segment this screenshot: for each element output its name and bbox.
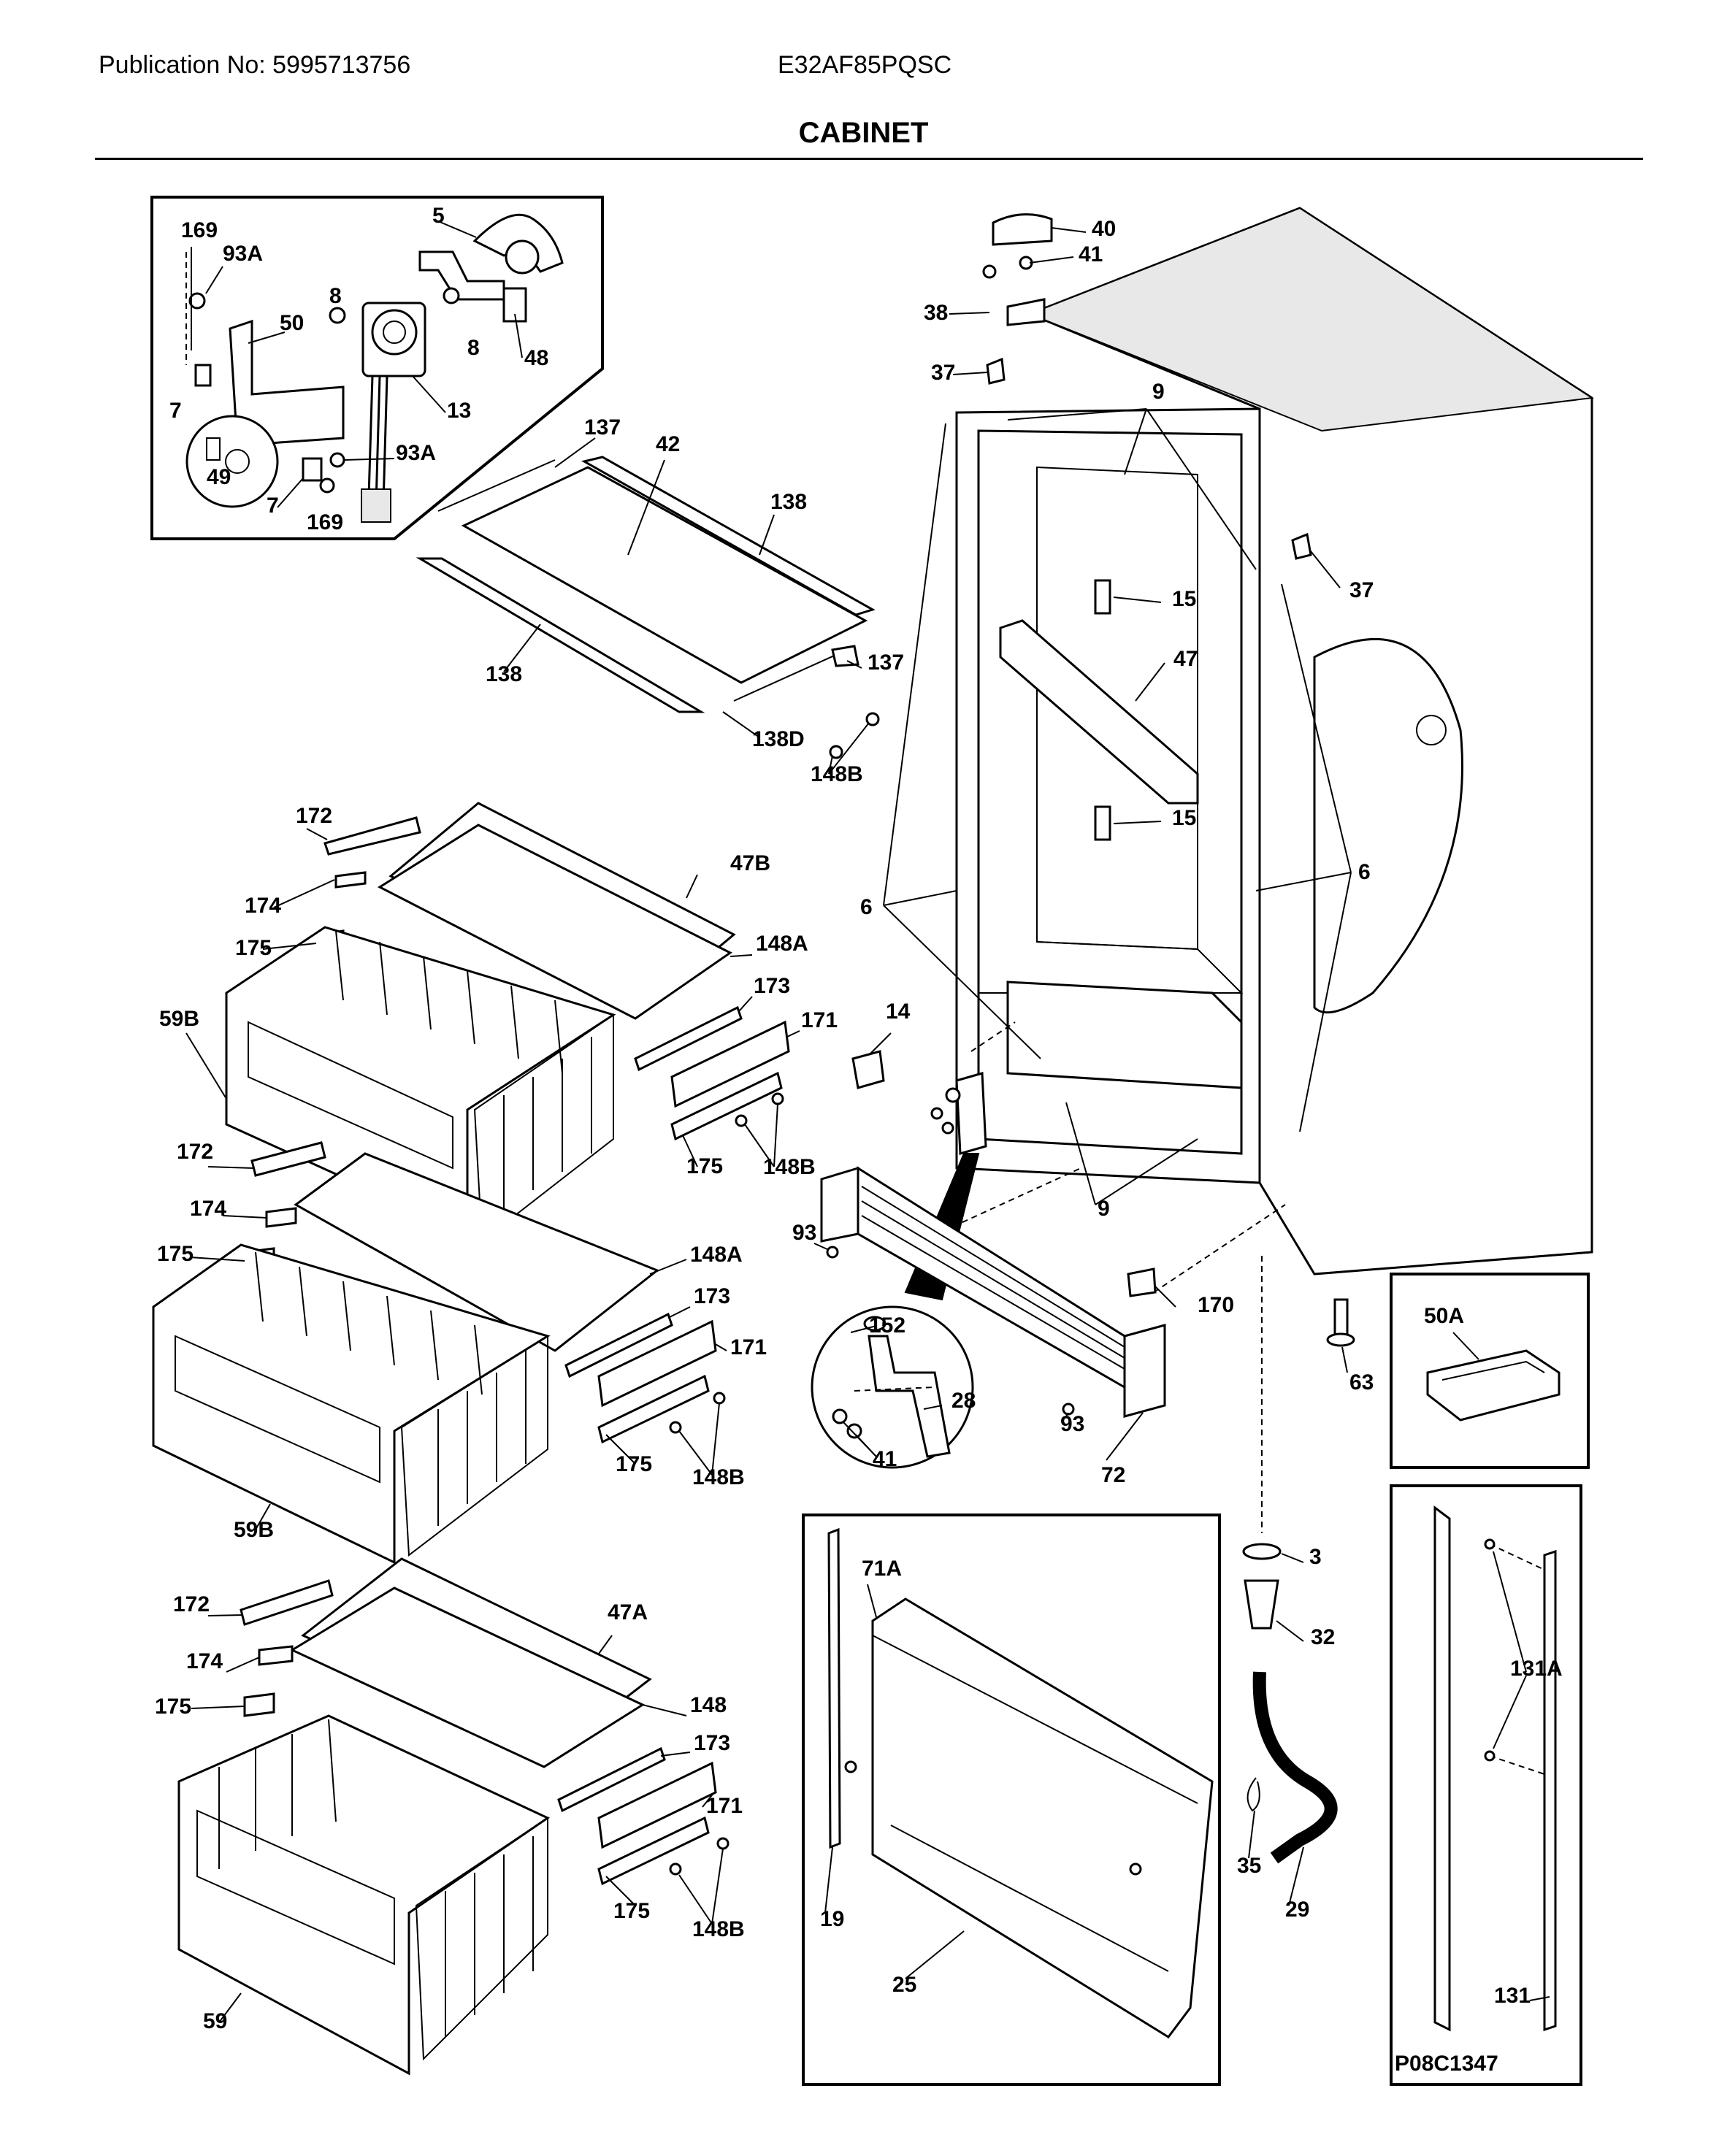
callout-40: 40 <box>1092 217 1116 241</box>
callout-13: 13 <box>447 399 471 423</box>
callout-3: 3 <box>1309 1545 1322 1569</box>
inset-fan-motor-assembly <box>150 196 604 540</box>
header-rule <box>95 158 1643 160</box>
callout-172: 172 <box>173 1592 210 1616</box>
callout-50A: 50A <box>1424 1304 1464 1328</box>
callout-170: 170 <box>1198 1293 1234 1317</box>
callout-93A: 93A <box>396 441 436 465</box>
callout-50: 50 <box>280 311 304 335</box>
callout-148B: 148B <box>692 1465 745 1489</box>
model-number: E32AF85PQSC <box>778 51 952 79</box>
callout-41: 41 <box>1079 242 1103 266</box>
callout-174: 174 <box>186 1649 223 1673</box>
callout-37: 37 <box>1349 578 1374 602</box>
callout-148B: 148B <box>692 1917 745 1941</box>
bottom-front-channel <box>813 1166 1286 1461</box>
callout-49: 49 <box>207 465 231 489</box>
callout-6: 6 <box>1358 860 1371 884</box>
callout-42: 42 <box>656 432 680 456</box>
page-title: CABINET <box>798 117 929 149</box>
callout-7: 7 <box>267 494 279 518</box>
callout-148B: 148B <box>763 1155 816 1179</box>
callout-47A: 47A <box>608 1600 648 1624</box>
callout-173: 173 <box>754 974 790 998</box>
callout-71A: 71A <box>862 1557 902 1581</box>
callout-148B: 148B <box>811 762 863 786</box>
callout-38: 38 <box>924 301 948 325</box>
callout-59: 59 <box>203 2009 227 2033</box>
callout-8: 8 <box>329 284 342 308</box>
callout-138: 138 <box>770 490 807 514</box>
callout-148: 148 <box>690 1693 727 1717</box>
callout-41: 41 <box>873 1447 897 1471</box>
upper-drawer-59B <box>185 802 800 1243</box>
inset-side-rails <box>1390 1484 1582 2086</box>
callout-138D: 138D <box>752 727 805 751</box>
callout-175: 175 <box>155 1695 191 1719</box>
callout-172: 172 <box>296 804 332 828</box>
callout-171: 171 <box>706 1794 743 1818</box>
callout-148A: 148A <box>756 932 808 956</box>
callout-175: 175 <box>616 1452 652 1476</box>
callout-137: 137 <box>868 651 904 675</box>
drain-assembly <box>1242 1256 1338 1906</box>
callout-32: 32 <box>1311 1625 1335 1649</box>
callout-19: 19 <box>820 1907 844 1931</box>
publication-number: Publication No: 5995713756 <box>99 51 411 79</box>
callout-174: 174 <box>245 894 281 918</box>
callout-48: 48 <box>524 346 548 370</box>
callout-171: 171 <box>730 1335 767 1359</box>
top-glass-shelf <box>416 437 880 775</box>
callout-174: 174 <box>190 1197 226 1221</box>
inset-kickplate-assembly <box>802 1514 1221 2086</box>
callout-47B: 47B <box>730 851 770 875</box>
callout-131: 131 <box>1494 1984 1531 2008</box>
callout-6: 6 <box>860 895 873 919</box>
callout-175: 175 <box>686 1154 723 1178</box>
callout-175: 175 <box>613 1899 650 1923</box>
callout-5: 5 <box>432 204 445 228</box>
callout-35: 35 <box>1237 1854 1261 1878</box>
callout-63: 63 <box>1349 1370 1374 1395</box>
callout-25: 25 <box>892 1973 916 1997</box>
callout-93: 93 <box>792 1221 816 1245</box>
callout-9: 9 <box>1098 1197 1110 1221</box>
callout-15: 15 <box>1172 587 1196 611</box>
inset-control-box-50A <box>1390 1273 1590 1469</box>
diagram-code: P08C1347 <box>1395 2052 1498 2076</box>
callout-29: 29 <box>1285 1898 1309 1922</box>
callout-59B: 59B <box>159 1007 199 1031</box>
callout-171: 171 <box>801 1008 838 1032</box>
callout-137: 137 <box>584 415 621 440</box>
callout-8: 8 <box>467 336 480 360</box>
callout-138: 138 <box>486 662 522 686</box>
leveler-63 <box>1326 1298 1355 1373</box>
callout-7: 7 <box>169 399 182 423</box>
lower-drawer-59 <box>177 1557 730 2076</box>
callout-15: 15 <box>1172 806 1196 830</box>
callout-152: 152 <box>869 1313 905 1338</box>
callout-175: 175 <box>157 1242 194 1266</box>
callout-47: 47 <box>1173 647 1198 671</box>
callout-14: 14 <box>886 1000 911 1024</box>
callout-37: 37 <box>931 361 955 385</box>
callout-93: 93 <box>1060 1412 1084 1436</box>
cabinet-shell <box>883 207 1594 1275</box>
callout-172: 172 <box>177 1140 213 1164</box>
callout-169: 169 <box>307 510 343 534</box>
callout-131A: 131A <box>1510 1657 1563 1681</box>
callout-173: 173 <box>694 1284 730 1308</box>
callout-9: 9 <box>1152 380 1165 404</box>
callout-59B: 59B <box>234 1518 274 1542</box>
callout-28: 28 <box>951 1389 976 1413</box>
callout-169: 169 <box>181 218 218 242</box>
callout-148A: 148A <box>690 1243 743 1267</box>
callout-72: 72 <box>1101 1463 1125 1487</box>
middle-drawer-59B <box>152 1141 727 1565</box>
callout-173: 173 <box>694 1731 730 1755</box>
callout-93A: 93A <box>223 242 263 266</box>
callout-175: 175 <box>235 936 272 960</box>
